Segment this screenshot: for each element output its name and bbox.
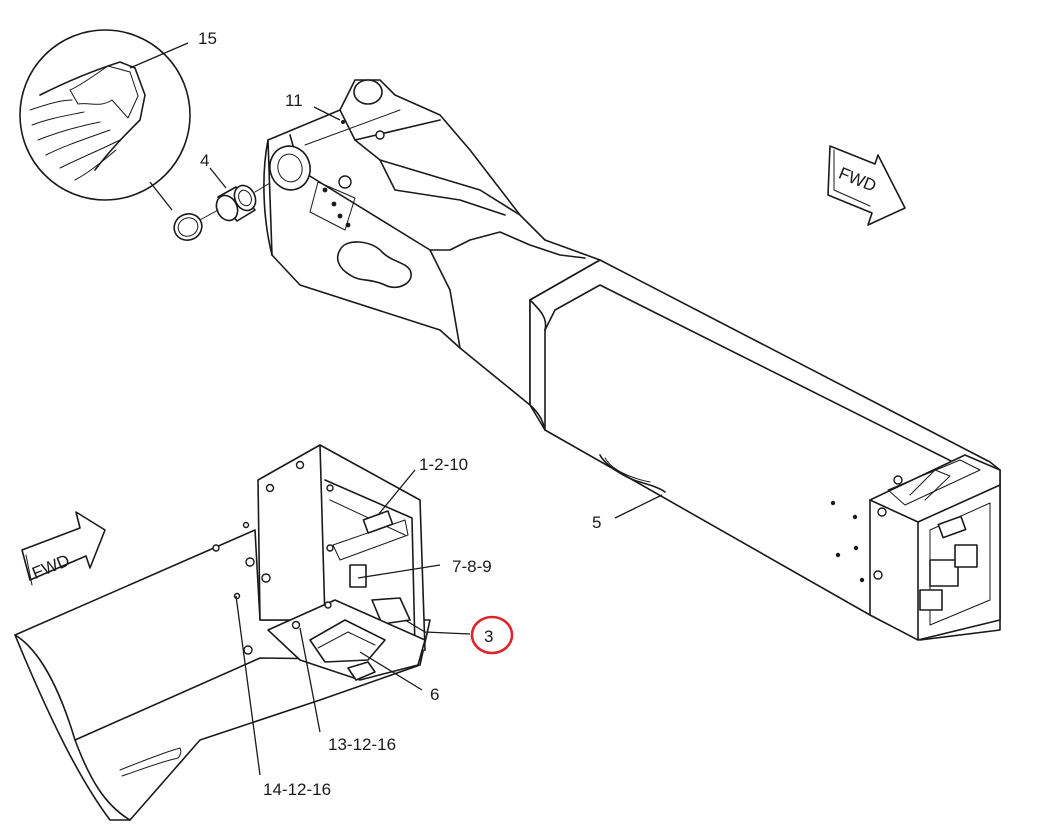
leader-1-2-10 [377, 469, 416, 516]
detail-leader [149, 181, 173, 211]
detail-circle [19, 29, 191, 201]
seal-section [69, 65, 139, 119]
fwd-arrow-top: FWD [827, 145, 906, 226]
fwd-arrow-left: FWD [21, 511, 106, 586]
leader-15 [129, 42, 189, 69]
callout-1-2-10: 1-2-10 [419, 455, 468, 474]
mount-lug [599, 454, 666, 493]
callout-3: 3 [484, 627, 493, 646]
leader-4 [209, 167, 227, 189]
callout-7-8-9: 7-8-9 [452, 557, 492, 576]
seal-outer [39, 61, 146, 171]
callout-13-12-16: 13-12-16 [328, 735, 396, 754]
callout-4: 4 [200, 151, 209, 170]
boom-pin-boss [269, 145, 311, 191]
bracket-detail: 1-2-10 7-8-9 3 6 13-12-16 14-12-16 [14, 444, 514, 821]
boom-body: 11 5 [263, 79, 1001, 641]
leader-14-12-16 [235, 595, 261, 776]
boom-cutout [336, 241, 412, 289]
o-ring [173, 213, 203, 241]
seal-detail-view: 15 [19, 29, 217, 211]
leader-6 [359, 651, 423, 691]
callout-14-12-16: 14-12-16 [263, 780, 331, 799]
leader-7-8-9 [357, 564, 441, 579]
callout-11: 11 [285, 91, 303, 110]
callout-3-highlight [470, 615, 514, 655]
leader-3 [404, 619, 471, 635]
callout-6: 6 [430, 685, 439, 704]
leader-11 [313, 106, 341, 121]
callout-15: 15 [198, 29, 217, 48]
top-boss [353, 79, 383, 105]
boom-tip-plate [869, 454, 1001, 641]
callout-5: 5 [592, 513, 601, 532]
leader-5 [614, 494, 663, 519]
leader-13-12-16 [299, 627, 321, 733]
bushing-4: 4 [199, 151, 276, 222]
